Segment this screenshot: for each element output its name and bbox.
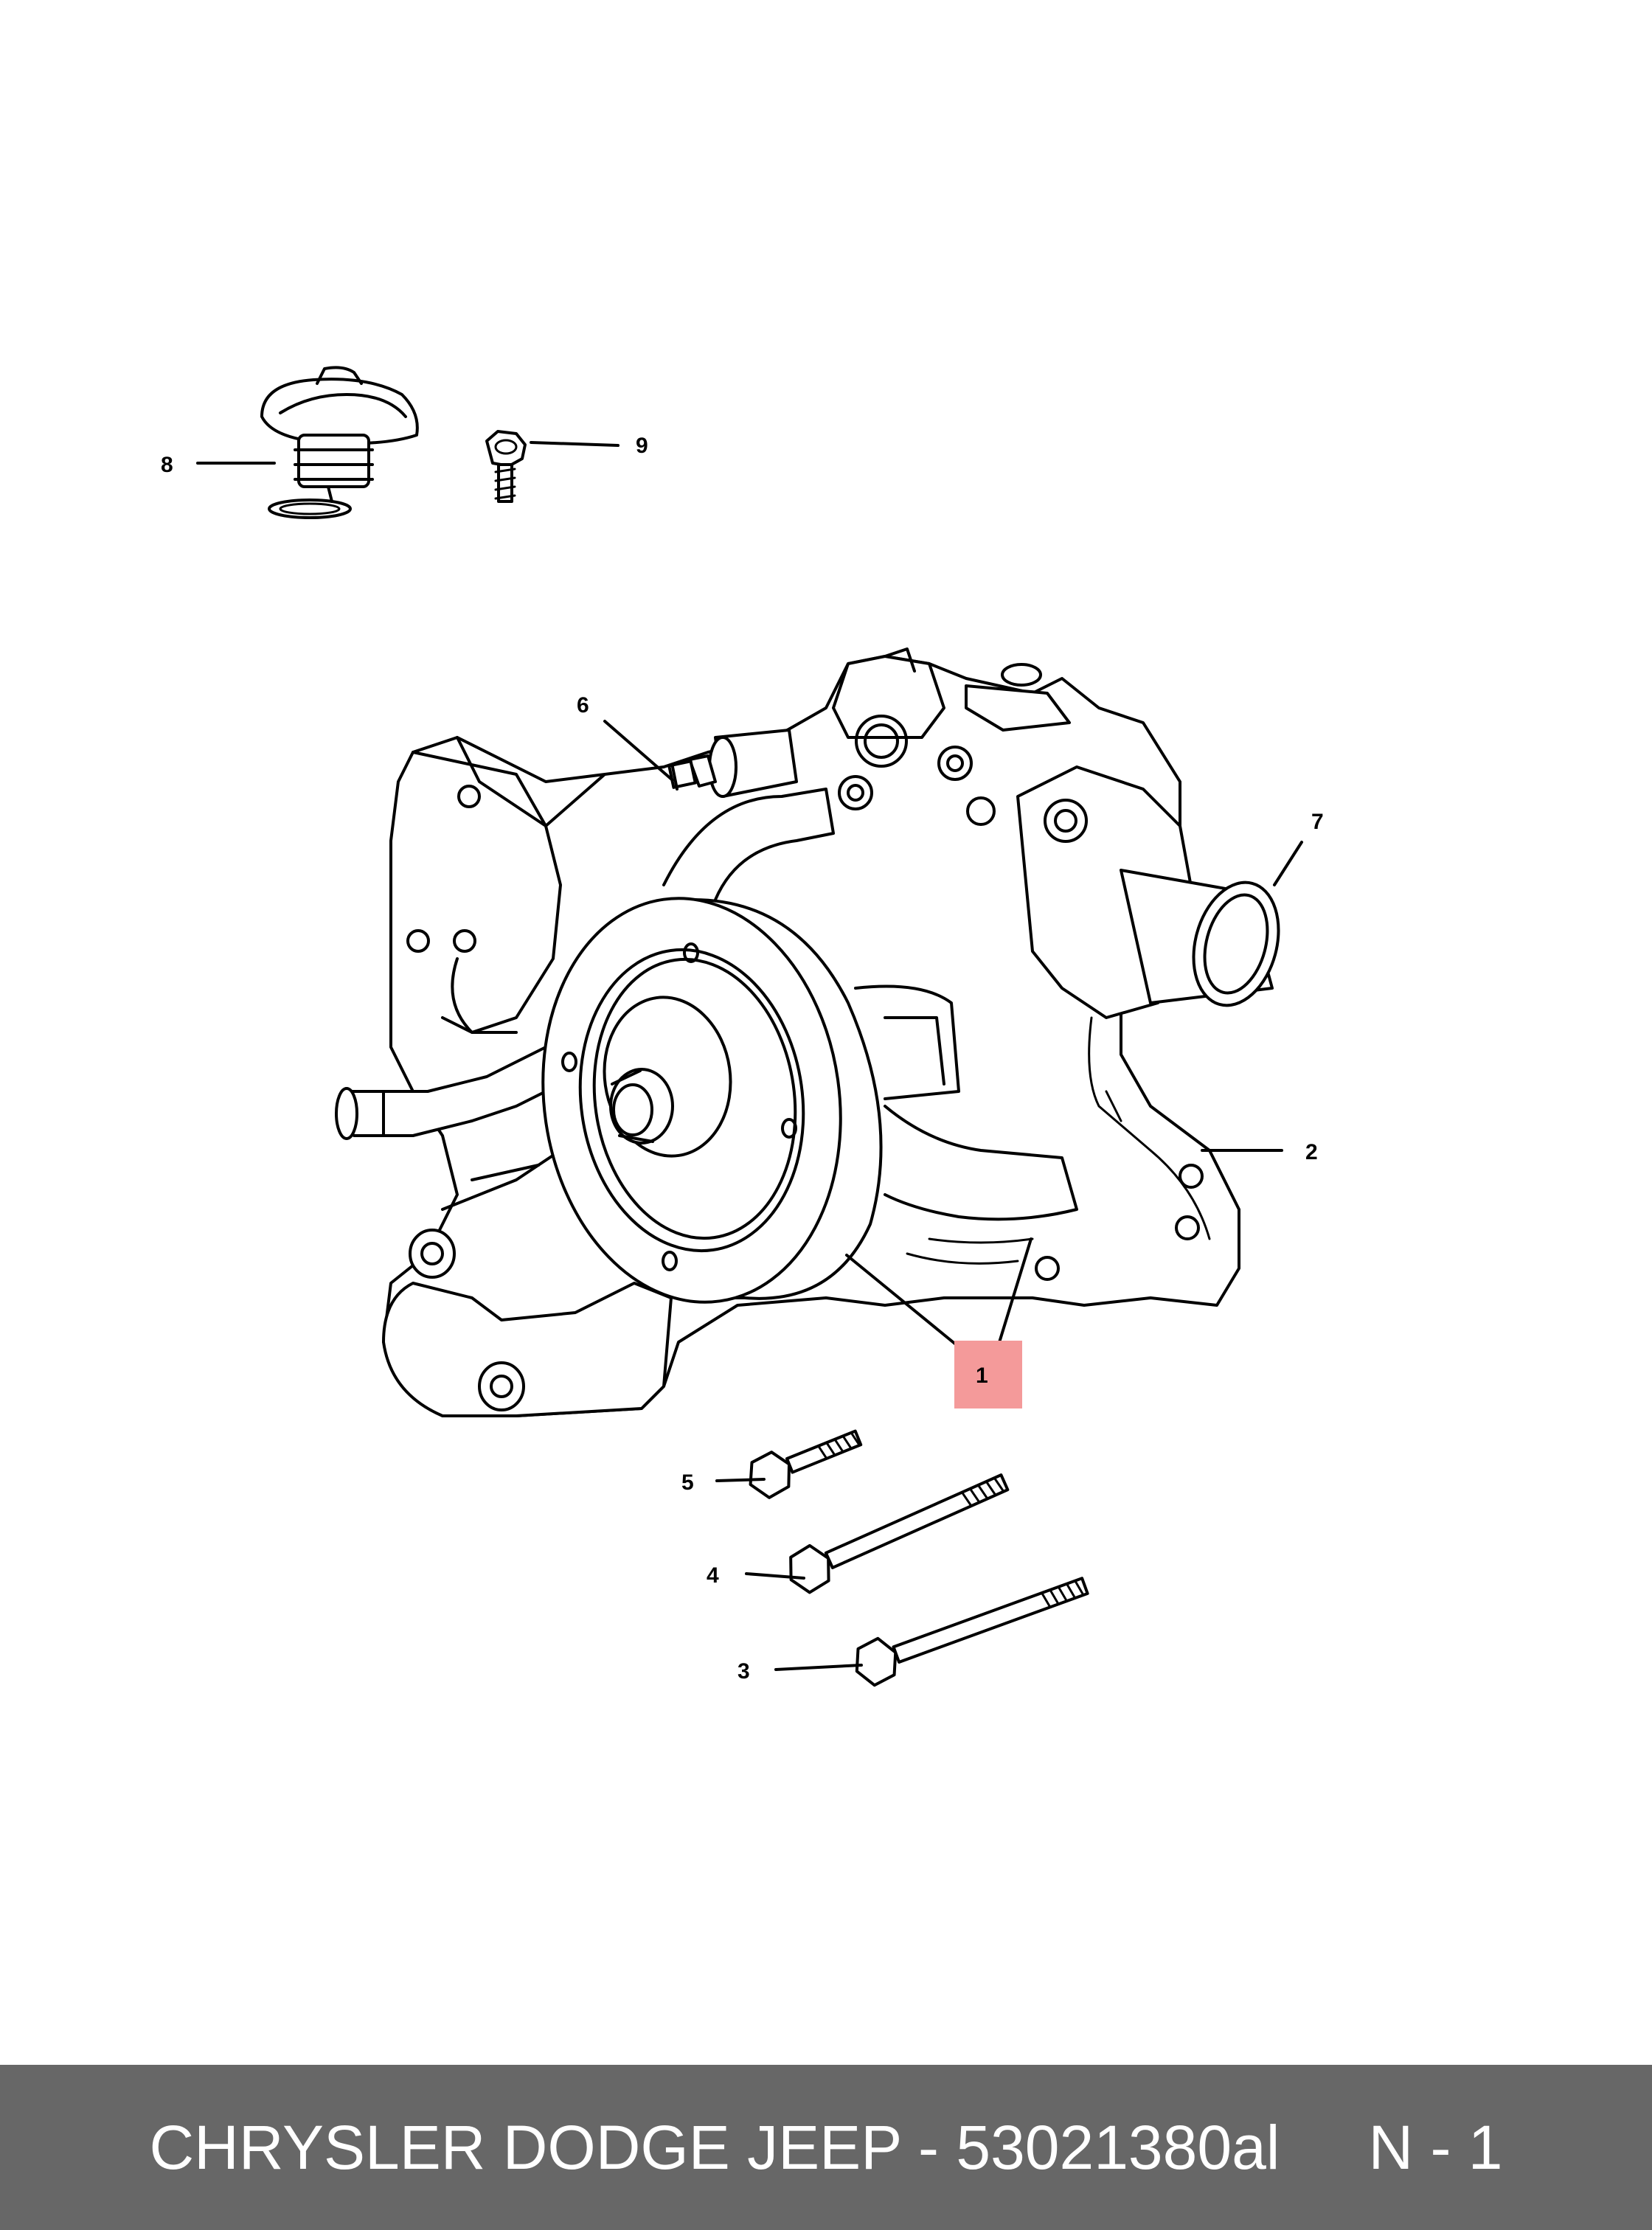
callout-7: 7 bbox=[1311, 810, 1324, 834]
leader-line-1a bbox=[845, 1254, 962, 1350]
callout-4: 4 bbox=[707, 1563, 719, 1588]
leader-line-1b bbox=[996, 1237, 1032, 1351]
callout-3: 3 bbox=[738, 1659, 750, 1684]
bolt-5-illustration bbox=[749, 1429, 863, 1499]
leader-line-3 bbox=[774, 1664, 863, 1671]
temperature-sensor bbox=[667, 754, 717, 791]
footer-bar: CHRYSLER DODGE JEEP - 53021380al N - 1 bbox=[0, 2065, 1652, 2230]
leader-line-5 bbox=[715, 1478, 766, 1482]
page-indicator: N - 1 bbox=[1368, 2112, 1503, 2182]
callout-9: 9 bbox=[636, 434, 648, 458]
thermostat-illustration bbox=[260, 366, 419, 519]
water-pump-pulley bbox=[541, 897, 960, 1304]
callout-8: 8 bbox=[161, 453, 173, 477]
callout-1-highlight bbox=[954, 1341, 1022, 1408]
screw-illustration bbox=[485, 430, 527, 503]
bolt-4-illustration bbox=[789, 1473, 1010, 1594]
leader-line-6 bbox=[603, 720, 674, 782]
leader-line-9 bbox=[530, 441, 620, 447]
outlet-neck bbox=[1016, 765, 1280, 1019]
part-number-caption: CHRYSLER DODGE JEEP - 53021380al bbox=[149, 2112, 1280, 2182]
callout-6: 6 bbox=[577, 693, 589, 718]
bolt-3-illustration bbox=[855, 1577, 1089, 1687]
parts-diagram: 8 9 bbox=[161, 366, 1324, 1687]
leader-line-7 bbox=[1273, 841, 1303, 886]
callout-5: 5 bbox=[681, 1470, 694, 1495]
callout-2: 2 bbox=[1305, 1140, 1318, 1164]
leader-line-4 bbox=[745, 1572, 805, 1580]
callout-1: 1 bbox=[976, 1364, 988, 1388]
